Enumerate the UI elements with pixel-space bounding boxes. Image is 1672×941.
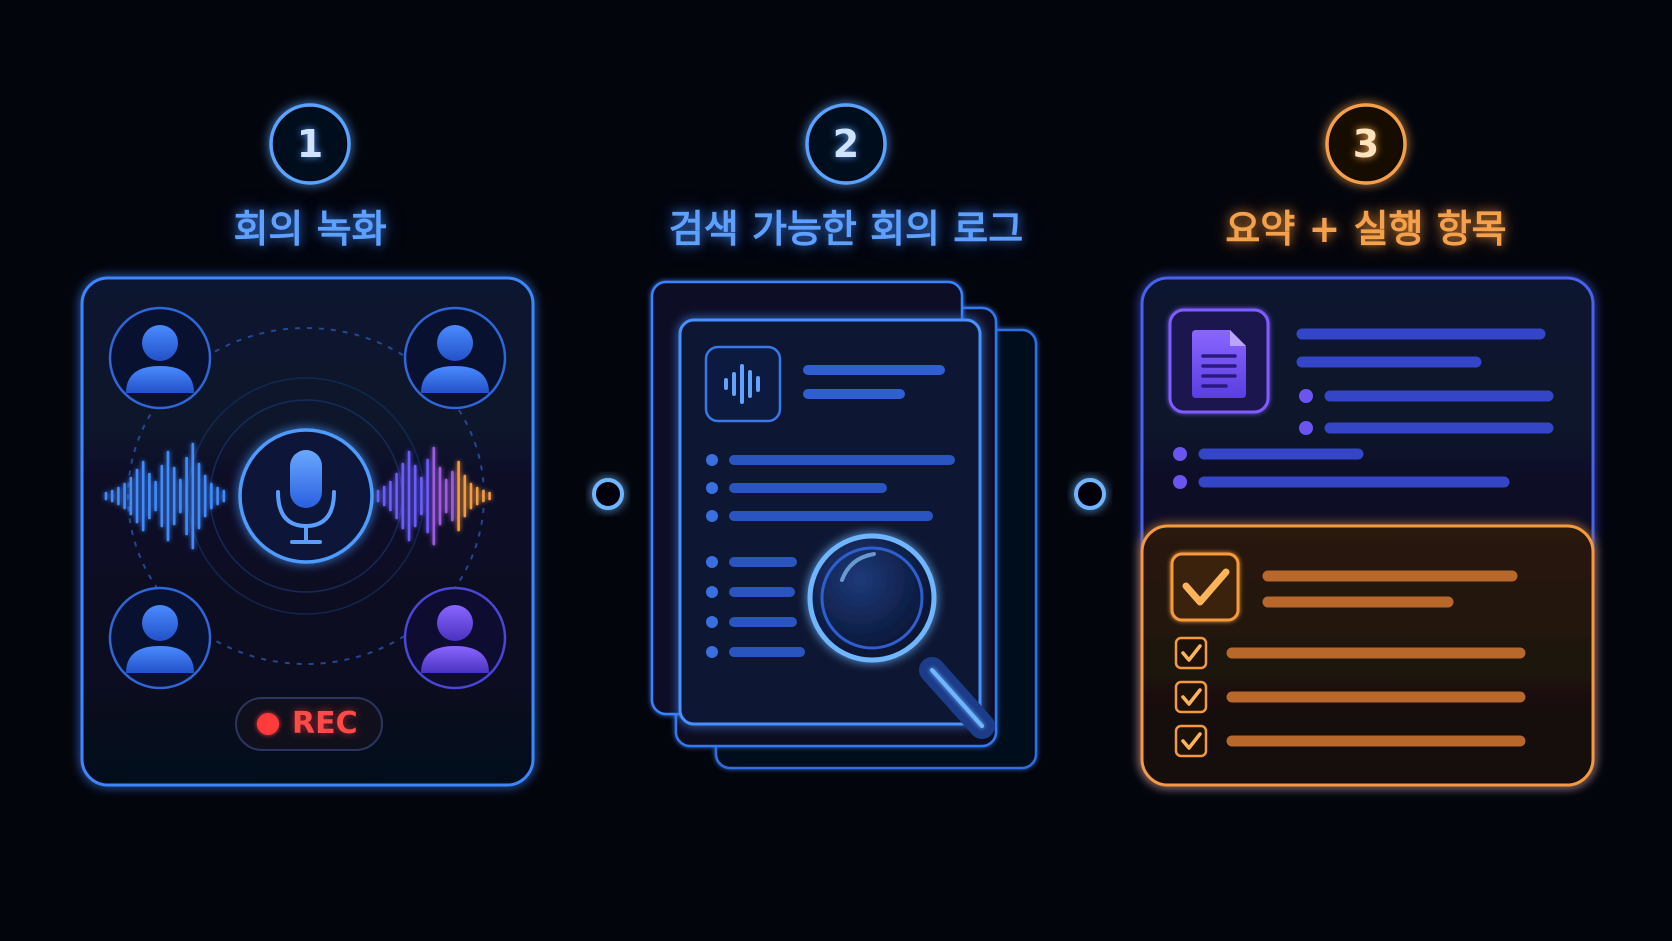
step-3-number: 3 — [1352, 122, 1380, 166]
summary-panel — [1140, 276, 1595, 787]
step-1-circle — [269, 103, 351, 185]
rec-label: REC — [292, 706, 358, 741]
person-icon — [403, 586, 507, 690]
step-1-title: 회의 녹화 — [233, 207, 387, 251]
step-1-number: 1 — [296, 122, 324, 166]
person-icon — [108, 306, 212, 410]
magnifier-icon — [807, 533, 995, 739]
recording-panel — [80, 276, 535, 787]
waveform-icon — [104, 442, 226, 550]
checkbox-icon — [1174, 636, 1208, 670]
log-panel — [650, 280, 1038, 770]
step-3-title: 요약 + 실행 항목 — [1225, 207, 1507, 251]
step-2-circle — [805, 103, 887, 185]
microphone-icon — [238, 428, 374, 564]
person-icon — [108, 586, 212, 690]
waveform-icon — [376, 446, 491, 546]
document-icon — [1168, 308, 1270, 414]
checkmark-icon — [1170, 552, 1240, 622]
checkbox-icon — [1174, 680, 1208, 714]
connector-2-3 — [1028, 478, 1142, 510]
action-items-panel — [1140, 524, 1595, 787]
step-2-title: 검색 가능한 회의 로그 — [668, 207, 1024, 251]
waveform-icon — [704, 345, 782, 423]
step-3-circle — [1325, 103, 1407, 185]
connector-1-2 — [534, 478, 652, 510]
rec-badge — [235, 697, 383, 751]
step-2-number: 2 — [832, 122, 860, 166]
checkbox-icon — [1174, 724, 1208, 758]
person-icon — [403, 306, 507, 410]
